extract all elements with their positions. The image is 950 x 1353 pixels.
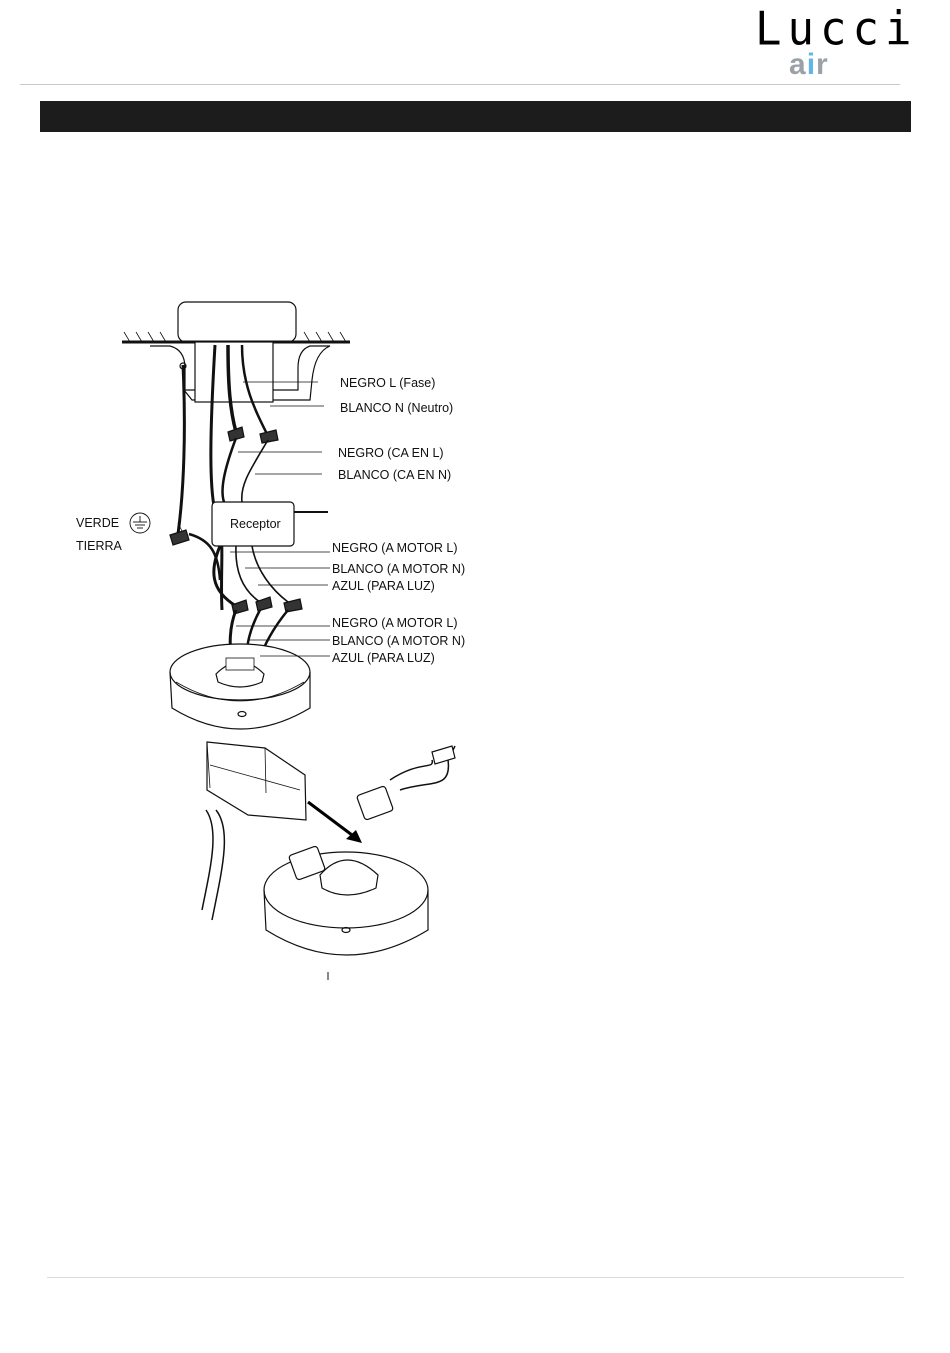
label-blanco-ca-n: BLANCO (CA EN N) (338, 468, 451, 482)
label-azul-luz-2: AZUL (PARA LUZ) (332, 651, 435, 665)
insert-arrow-icon (308, 802, 362, 843)
inset-dome (320, 860, 378, 895)
bracket-clip-right (356, 786, 393, 821)
brand-subname: air (789, 50, 829, 80)
canopy-screw (238, 712, 246, 717)
receptor-unit (207, 742, 306, 820)
label-negro-motor-l-1: NEGRO (A MOTOR L) (332, 541, 457, 555)
motor-black-wire (214, 546, 236, 606)
ground-symbol-icon (130, 513, 150, 533)
ac-black-wire (223, 438, 237, 502)
label-negro-motor-l-2: NEGRO (A MOTOR L) (332, 616, 457, 630)
label-negro-l-fase: NEGRO L (Fase) (340, 376, 435, 390)
inset-wires-left (202, 810, 213, 910)
label-verde: VERDE (76, 516, 119, 530)
terminal-block (226, 658, 254, 670)
inset-wire-nut (432, 746, 455, 764)
ground-wire-nut (170, 530, 189, 545)
brand-logo: Lucci air (755, 6, 875, 80)
wire-nut-4 (256, 597, 272, 611)
label-blanco-n-neutro: BLANCO N (Neutro) (340, 401, 453, 415)
header-divider (20, 84, 900, 85)
section-title-bar (40, 101, 911, 132)
inset-canopy-body (264, 890, 428, 955)
motor-white-wire (236, 546, 260, 602)
ground-wire-box (178, 365, 184, 534)
motor-blue-wire (252, 546, 288, 602)
label-negro-ca-l: NEGRO (CA EN L) (338, 446, 444, 460)
bracket-center (195, 342, 273, 402)
footer-divider (47, 1277, 904, 1278)
brand-name: Lucci (755, 5, 917, 55)
label-blanco-motor-n-2: BLANCO (A MOTOR N) (332, 634, 465, 648)
wire-nut-2 (260, 430, 278, 443)
label-receptor: Receptor (230, 517, 281, 531)
ceiling-box (178, 302, 296, 342)
wiring-diagram: NEGRO L (Fase) BLANCO N (Neutro) NEGRO (… (60, 290, 480, 980)
label-blanco-motor-n-1: BLANCO (A MOTOR N) (332, 562, 465, 576)
label-tierra: TIERRA (76, 539, 123, 553)
inset-wires-right (390, 760, 432, 780)
ac-white-wire (242, 440, 268, 502)
label-azul-luz-1: AZUL (PARA LUZ) (332, 579, 435, 593)
